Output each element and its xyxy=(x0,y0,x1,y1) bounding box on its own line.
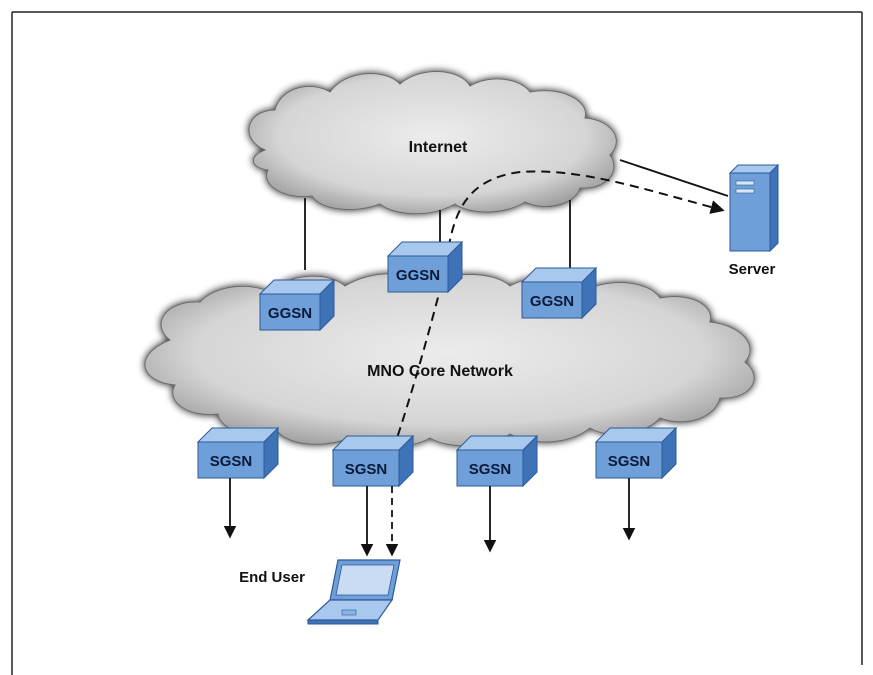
internet-ggsn-links xyxy=(304,198,571,270)
ggsn-node-2: GGSN xyxy=(386,240,464,294)
server-label: Server xyxy=(729,261,776,278)
core-network-label: MNO Core Network xyxy=(367,363,513,380)
laptop-icon xyxy=(306,559,401,625)
internet-server-link xyxy=(619,159,729,197)
ggsn-label: GGSN xyxy=(530,293,574,310)
sgsn-label: SGSN xyxy=(345,461,388,478)
sgsn-node-2: SGSN xyxy=(331,434,415,488)
ggsn-label: GGSN xyxy=(268,305,312,322)
sgsn-node-1: SGSN xyxy=(196,426,280,480)
sgsn-downlinks xyxy=(223,478,636,557)
sgsn-node-3: SGSN xyxy=(455,434,539,488)
sgsn-label: SGSN xyxy=(210,453,253,470)
sgsn-label: SGSN xyxy=(469,461,512,478)
data-path-dashed xyxy=(392,170,725,451)
frame xyxy=(11,11,863,675)
server-tower-icon xyxy=(728,163,780,253)
ggsn-label: GGSN xyxy=(396,267,440,284)
sgsn-node-4: SGSN xyxy=(594,426,678,480)
internet-label: Internet xyxy=(409,139,468,156)
sgsn-label: SGSN xyxy=(608,453,651,470)
ggsn-node-3: GGSN xyxy=(520,266,598,320)
core-network-cloud xyxy=(144,273,755,448)
internet-cloud xyxy=(248,71,617,215)
ggsn-node-1: GGSN xyxy=(258,278,336,332)
end-user-label: End User xyxy=(239,569,305,586)
